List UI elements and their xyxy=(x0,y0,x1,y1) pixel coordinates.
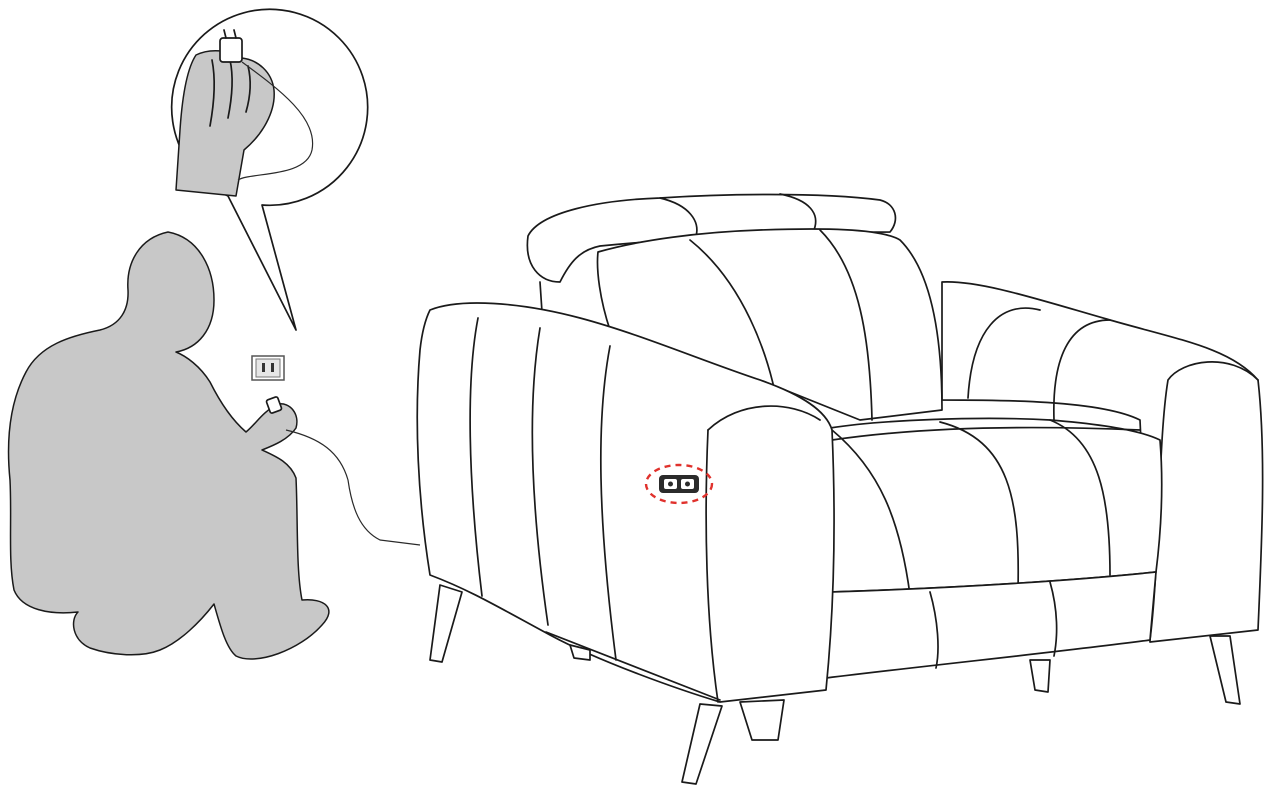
wall-outlet-icon xyxy=(252,356,284,380)
recliner-chair xyxy=(417,194,1262,784)
person-silhouette xyxy=(9,232,420,659)
